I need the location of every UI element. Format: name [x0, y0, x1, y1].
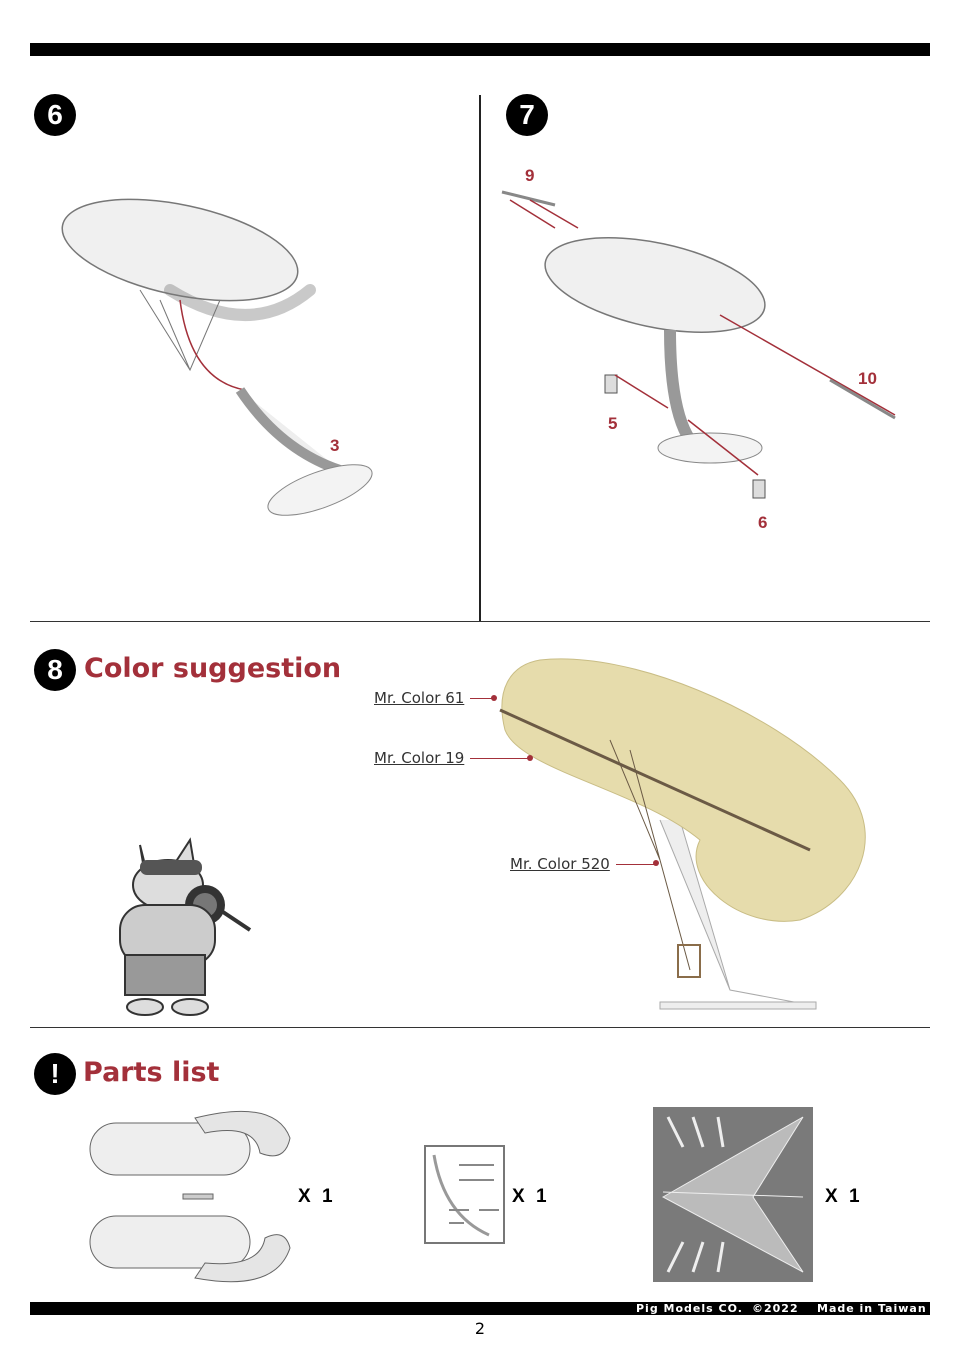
section-divider — [30, 1027, 930, 1028]
top-bar — [30, 43, 930, 56]
footer-origin: Made in Taiwan — [817, 1302, 927, 1315]
step-7-illustration — [501, 190, 896, 499]
step-7-number: 7 — [506, 94, 548, 136]
parts-list-alert-icon: ! — [34, 1053, 76, 1095]
leader-line — [470, 758, 530, 759]
painted-balloon-illustration — [491, 658, 866, 1010]
footer-bar: Pig Models CO. ©2022 Made in Taiwan — [30, 1302, 930, 1315]
vertical-divider — [479, 95, 481, 621]
callout-3: 3 — [330, 436, 340, 455]
footer-company: Pig Models CO. — [636, 1302, 743, 1315]
page-number: 2 — [474, 1319, 486, 1338]
photo-etch-part — [653, 1107, 813, 1282]
callout-6: 6 — [758, 513, 768, 532]
step-6-illustration — [61, 198, 373, 516]
step-6-number: 6 — [34, 94, 76, 136]
color-label-61: Mr. Color 61 — [374, 689, 465, 707]
pig-mascot-illustration — [119, 837, 252, 1016]
section-divider — [30, 621, 930, 622]
parts-list-heading: Parts list — [83, 1057, 220, 1088]
color-label-520: Mr. Color 520 — [510, 855, 610, 873]
color-label-19: Mr. Color 19 — [374, 749, 465, 767]
part-quantity: X 1 — [298, 1186, 336, 1207]
step-8-number: 8 — [34, 649, 76, 691]
balloon-halves-part — [89, 1110, 291, 1283]
color-suggestion-heading: Color suggestion — [84, 653, 342, 684]
sprue-part — [424, 1145, 505, 1244]
footer-copyright: ©2022 — [752, 1302, 799, 1315]
leader-line — [616, 864, 656, 865]
leader-line — [470, 698, 494, 699]
callout-9: 9 — [525, 166, 535, 185]
callout-5: 5 — [608, 414, 618, 433]
callout-10: 10 — [858, 369, 877, 388]
part-quantity: X 1 — [825, 1186, 863, 1207]
part-quantity: X 1 — [512, 1186, 550, 1207]
